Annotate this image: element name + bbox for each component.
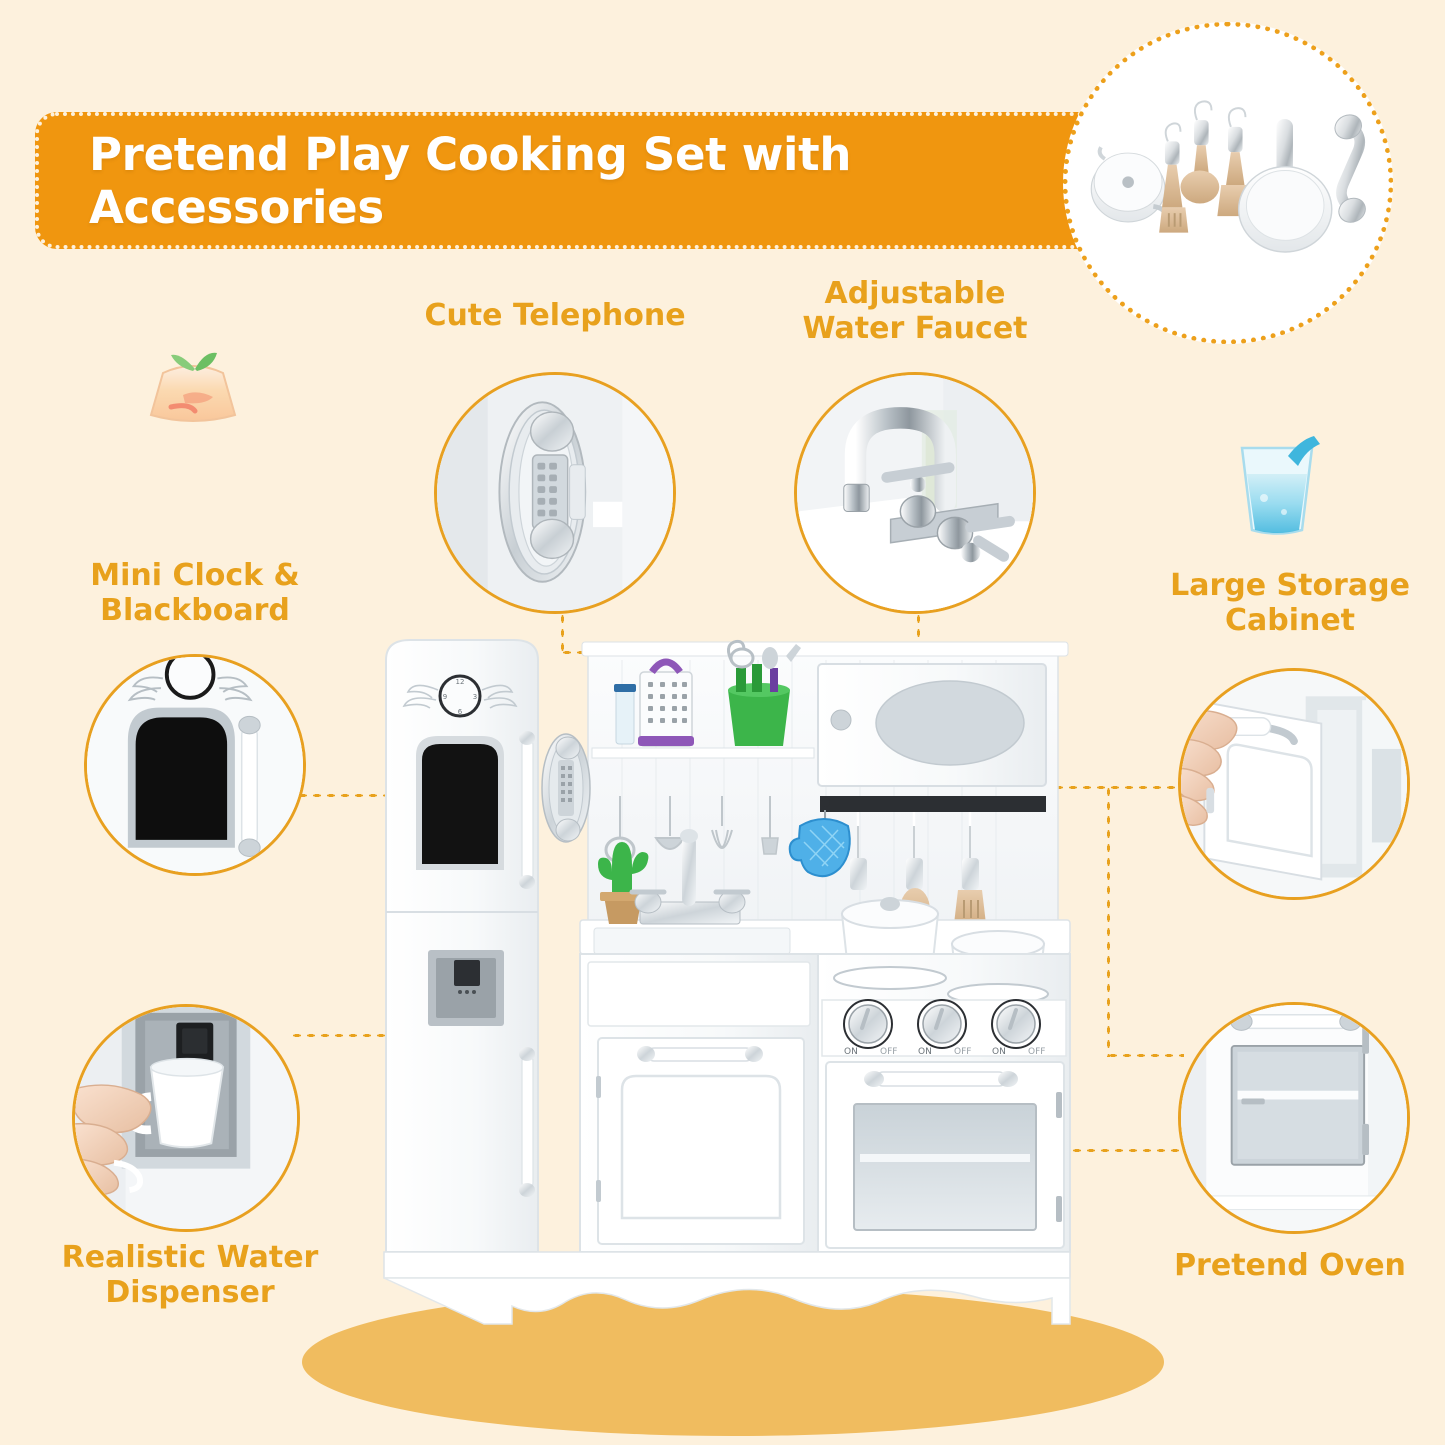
label-clock-blackboard: Mini Clock & Blackboard xyxy=(90,558,300,629)
svg-text:OFF: OFF xyxy=(954,1047,971,1057)
callout-storage-cabinet xyxy=(1178,668,1410,900)
blue-drink-icon xyxy=(1212,412,1342,547)
stove-knob: ON OFF xyxy=(917,999,971,1057)
wooden-spoon-icon xyxy=(1180,100,1220,204)
oven-window xyxy=(853,1103,1037,1231)
connector-cabinet-h xyxy=(1010,785,1178,790)
callout-pretend-oven xyxy=(1178,1002,1410,1234)
blackboard-surface xyxy=(422,744,498,864)
toy-utensil-holder xyxy=(727,639,801,746)
stove-knob: ON OFF xyxy=(991,999,1045,1057)
kitchen-sink xyxy=(593,829,791,955)
storage-cabinet-door xyxy=(596,1037,805,1245)
base-skirt xyxy=(383,1251,1071,1325)
svg-text:12: 12 xyxy=(456,678,465,686)
connector-cabinet-h2 xyxy=(1106,1053,1184,1058)
callout-cute-telephone xyxy=(434,372,676,614)
blackboard-icon xyxy=(87,657,303,873)
callout-clock-blackboard xyxy=(84,654,306,876)
slotted-spatula-icon xyxy=(1159,122,1189,233)
svg-text:ON: ON xyxy=(918,1047,932,1057)
upper-cabinet xyxy=(817,663,1047,787)
connector-telephone-v1 xyxy=(560,612,565,654)
wall-telephone xyxy=(541,733,591,843)
cabinet-icon xyxy=(1181,671,1407,897)
label-storage-cabinet: Large Storage Cabinet xyxy=(1170,568,1410,639)
label-cute-telephone: Cute Telephone xyxy=(424,298,686,333)
svg-text:6: 6 xyxy=(458,708,463,716)
toy-grater xyxy=(638,658,694,747)
callout-water-dispenser xyxy=(72,1004,300,1232)
accessories-inset xyxy=(1063,22,1393,344)
svg-text:ON: ON xyxy=(844,1047,858,1057)
angel-wings-clock xyxy=(402,684,518,709)
play-kitchen-product: 12 3 6 9 xyxy=(330,620,1090,1340)
floor-shadow xyxy=(302,1288,1164,1436)
svg-text:3: 3 xyxy=(473,693,477,701)
faucet-icon xyxy=(797,375,1033,611)
telephone-icon xyxy=(437,375,673,611)
label-water-faucet: Adjustable Water Faucet xyxy=(802,276,1028,347)
dispenser-icon xyxy=(75,1007,297,1229)
connector-faucet-v1 xyxy=(916,612,921,650)
svg-text:ON: ON xyxy=(992,1047,1006,1057)
svg-text:9: 9 xyxy=(443,693,447,701)
stove-knob-group: ON OFF ON OFF ON OFF xyxy=(843,999,1045,1057)
stove-burners xyxy=(833,966,1049,1005)
label-pretend-oven: Pretend Oven xyxy=(1174,1248,1406,1283)
frying-pan-icon xyxy=(1237,119,1333,253)
oven-icon xyxy=(1181,1005,1407,1231)
connector-oven-h xyxy=(1000,1148,1180,1153)
mini-clock-face xyxy=(438,674,482,718)
fridge-unit: 12 3 6 9 xyxy=(385,639,539,1253)
connector-cabinet-v xyxy=(1106,785,1111,1057)
potted-cactus xyxy=(598,842,649,924)
toy-bottle xyxy=(614,684,636,745)
pot-with-lid-icon xyxy=(1090,146,1168,223)
stove-knob: ON OFF xyxy=(843,999,897,1057)
fruit-jelly-icon xyxy=(133,333,253,433)
callout-water-faucet xyxy=(794,372,1036,614)
page-title: Pretend Play Cooking Set with Accessorie… xyxy=(89,127,852,234)
telephone-handset-icon xyxy=(1334,114,1366,223)
svg-text:OFF: OFF xyxy=(880,1047,897,1057)
svg-text:OFF: OFF xyxy=(1028,1047,1045,1057)
oven-door xyxy=(825,1061,1065,1249)
accessories-illustration xyxy=(1090,100,1366,253)
title-banner: Pretend Play Cooking Set with Accessorie… xyxy=(35,112,1120,249)
label-water-dispenser: Realistic Water Dispenser xyxy=(61,1240,319,1311)
oven-mitt xyxy=(788,797,851,878)
